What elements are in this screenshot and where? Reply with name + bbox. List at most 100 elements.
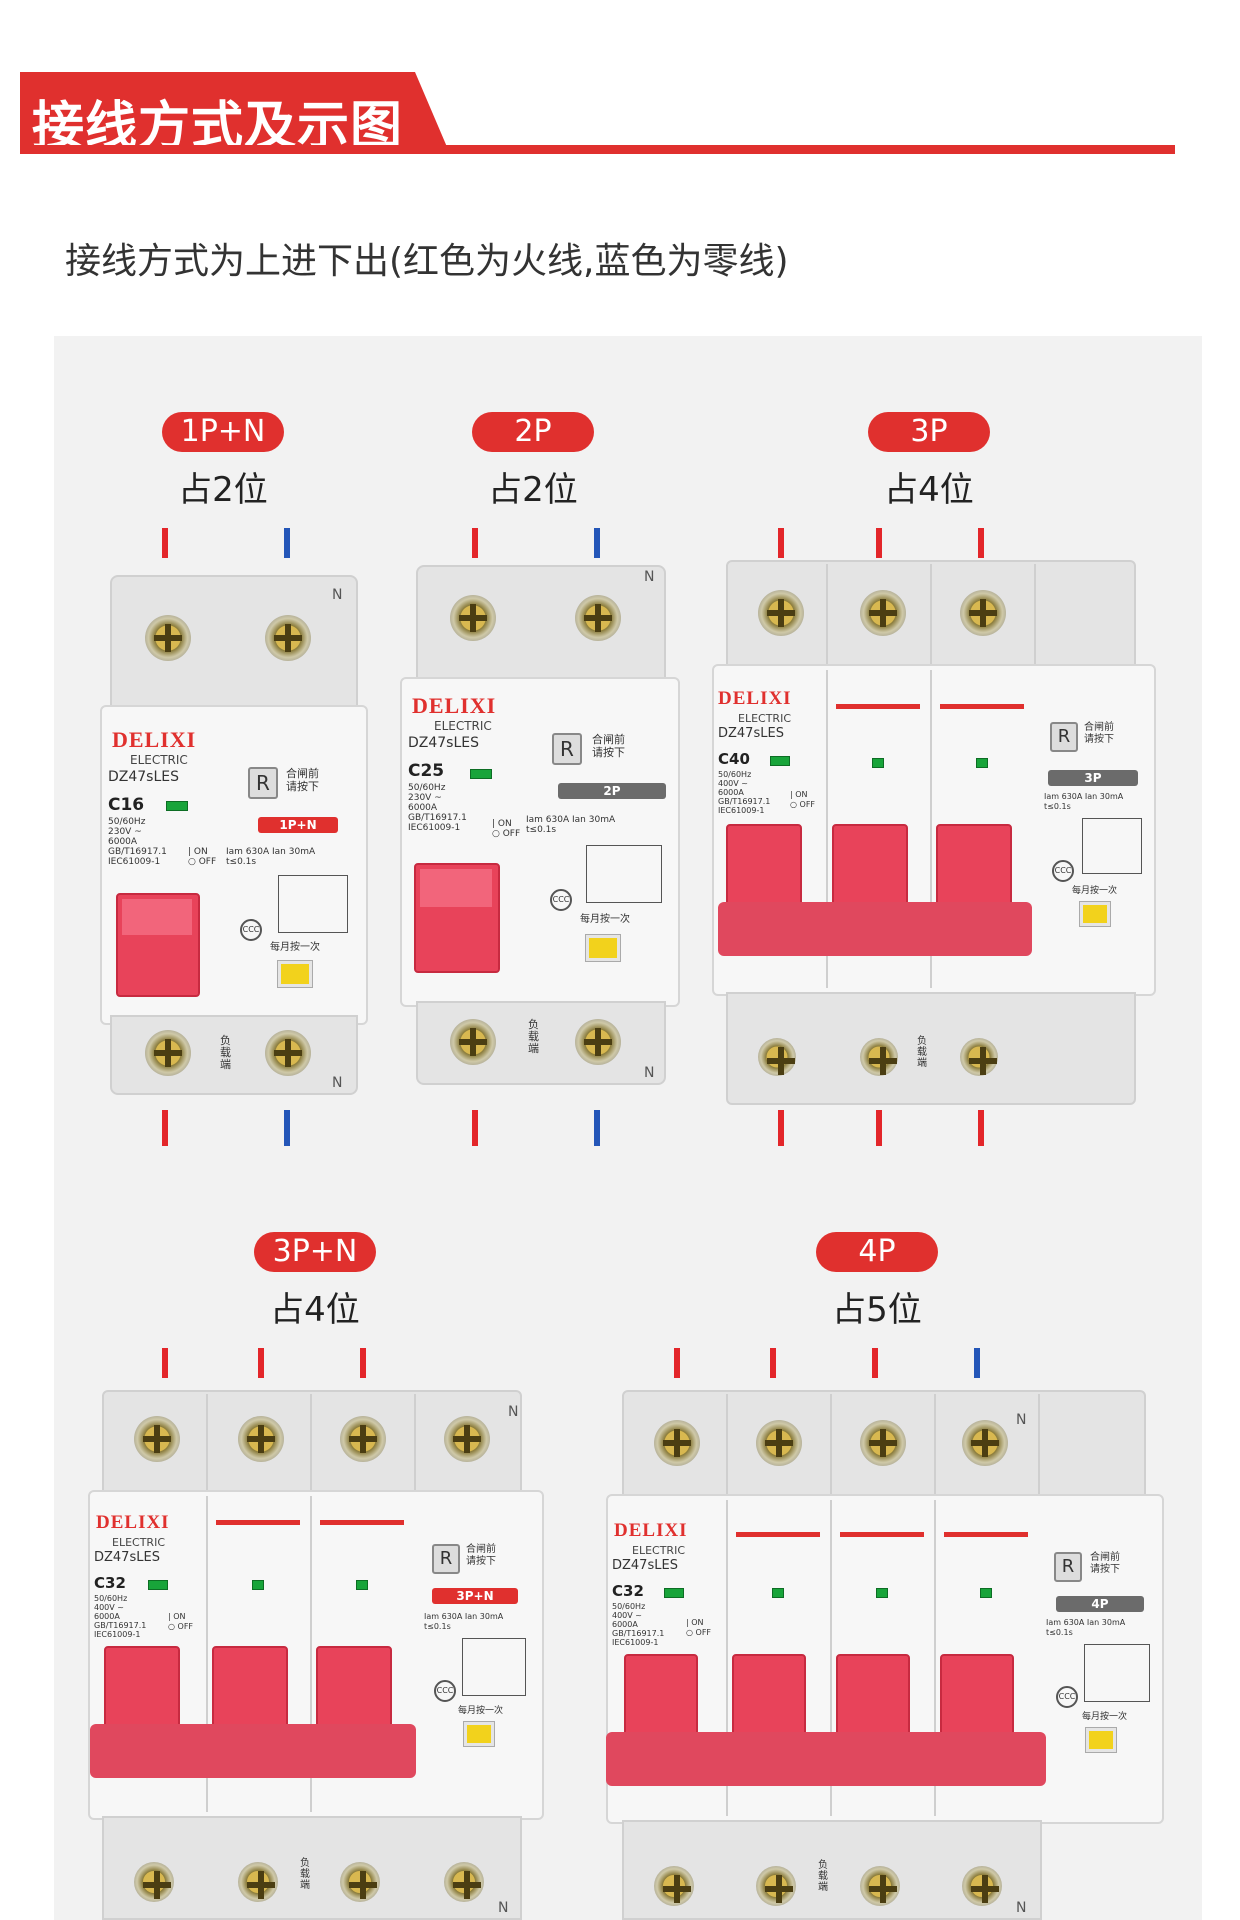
reset-button[interactable]: R	[552, 733, 582, 765]
model-number: DZ47sLES	[718, 726, 784, 741]
load-side-label: 负载端	[528, 1018, 539, 1055]
neutral-mark: N	[1016, 1900, 1027, 1916]
brand-logo: DELIXI	[112, 727, 197, 752]
test-button[interactable]	[1085, 1727, 1117, 1753]
pole-led	[252, 1580, 264, 1590]
terminal-screw-icon	[265, 615, 311, 661]
header-tab	[20, 72, 450, 154]
toggle-tie-bar[interactable]	[718, 902, 1032, 956]
reset-button[interactable]: R	[1054, 1552, 1082, 1582]
on-off-text: | ON○ OFF	[188, 847, 217, 867]
neutral-mark: N	[1016, 1412, 1027, 1428]
ccc-mark-icon: CCC	[434, 1680, 456, 1702]
live-wire-in	[872, 1348, 878, 1378]
pole-strip	[944, 1532, 1028, 1537]
live-wire-out	[978, 1110, 984, 1146]
pole-led	[980, 1588, 992, 1598]
brand-sub: ELECTRIC	[130, 753, 188, 767]
live-wire-in	[770, 1348, 776, 1378]
reset-button[interactable]: R	[1050, 722, 1078, 752]
monthly-test-label: 每月按一次	[270, 942, 320, 953]
terminal-screw-icon	[654, 1866, 694, 1906]
pole-led	[356, 1580, 368, 1590]
monthly-test-label: 每月按一次	[580, 914, 630, 925]
status-led	[148, 1580, 168, 1590]
terminal-screw-icon	[756, 1866, 796, 1906]
rating: C32	[94, 1574, 126, 1592]
neutral-wire-out	[284, 1110, 290, 1146]
toggle-tie-bar[interactable]	[90, 1724, 416, 1778]
pole-label: 2P	[558, 783, 666, 799]
ccc-mark-icon: CCC	[550, 889, 572, 911]
live-wire-out	[162, 1110, 168, 1146]
circuit-diagram	[1082, 818, 1142, 874]
load-side-label: 负载端	[917, 1036, 927, 1069]
circuit-diagram	[1084, 1644, 1150, 1702]
live-wire-in	[360, 1348, 366, 1378]
monthly-test-label: 每月按一次	[1082, 1712, 1128, 1722]
load-side-label: 负载端	[300, 1858, 310, 1891]
pole-label: 4P	[1056, 1596, 1144, 1612]
brand-sub: ELECTRIC	[632, 1544, 685, 1557]
terminal-screw-icon	[758, 1038, 796, 1076]
test-button[interactable]	[1079, 901, 1111, 927]
brand-sub: ELECTRIC	[738, 712, 791, 725]
live-wire-out	[778, 1110, 784, 1146]
status-led	[770, 756, 790, 766]
reset-hint: 合闸前请按下	[466, 1544, 496, 1567]
terminal-screw-icon	[654, 1420, 700, 1466]
test-button[interactable]	[463, 1721, 495, 1747]
terminal-screw-icon	[960, 1038, 998, 1076]
monthly-test-label: 每月按一次	[458, 1706, 504, 1716]
on-off-text: | ON○ OFF	[492, 819, 521, 839]
model-number: DZ47sLES	[108, 769, 180, 785]
pole-led	[976, 758, 988, 768]
monthly-test-label: 每月按一次	[1072, 886, 1118, 896]
toggle-tie-bar[interactable]	[606, 1732, 1046, 1786]
status-led	[470, 769, 492, 779]
slot-count: 占2位	[178, 470, 268, 510]
reset-hint: 合闸前请按下	[286, 767, 319, 793]
terminal-screw-icon	[134, 1862, 174, 1902]
pole-strip	[216, 1520, 300, 1525]
live-wire-in	[162, 1348, 168, 1378]
reset-button[interactable]: R	[432, 1544, 460, 1574]
neutral-wire-out	[594, 1110, 600, 1146]
terminal-screw-icon	[575, 1019, 621, 1065]
rating: C32	[612, 1582, 644, 1600]
ccc-mark-icon: CCC	[1052, 860, 1074, 882]
live-wire-out	[472, 1110, 478, 1146]
test-button[interactable]	[585, 934, 621, 962]
rating: C25	[408, 761, 445, 781]
test-button[interactable]	[277, 960, 313, 988]
terminal-screw-icon	[960, 590, 1006, 636]
pole-strip	[836, 704, 920, 709]
circuit-diagram	[586, 845, 662, 903]
terminal-screw-icon	[450, 595, 496, 641]
slot-count: 占4位	[270, 1290, 360, 1330]
load-side-label: 负载端	[220, 1034, 231, 1071]
live-wire-in	[258, 1348, 264, 1378]
brand-sub: ELECTRIC	[112, 1536, 165, 1549]
live-wire-in	[162, 528, 168, 558]
terminal-screw-icon	[962, 1420, 1008, 1466]
on-off-text: | ON○ OFF	[790, 790, 816, 809]
rating: C40	[718, 750, 750, 768]
pole-led	[772, 1588, 784, 1598]
brand-logo: DELIXI	[718, 688, 792, 709]
header-underline	[20, 145, 1175, 154]
status-led	[664, 1588, 684, 1598]
pole-label: 3P	[1048, 770, 1138, 786]
reset-button[interactable]: R	[248, 767, 278, 799]
ccc-mark-icon: CCC	[1056, 1686, 1078, 1708]
